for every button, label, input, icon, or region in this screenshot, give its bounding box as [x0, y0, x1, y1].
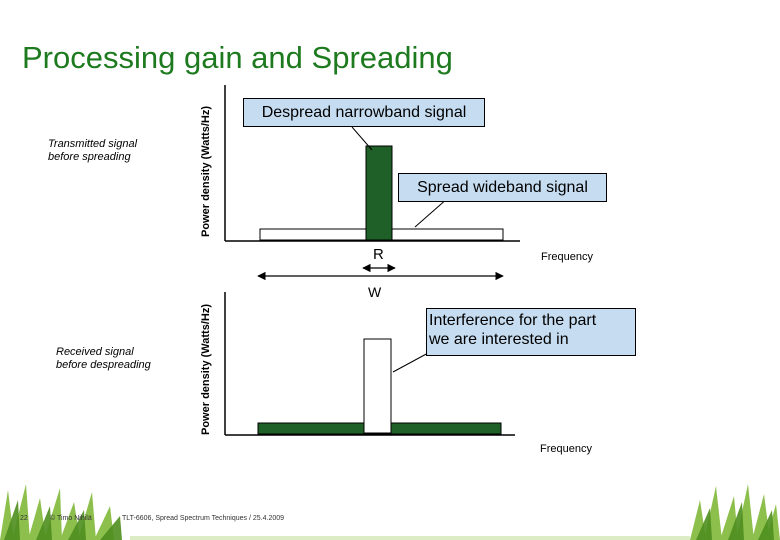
- footer-course: TLT-6606, Spread Spectrum Techniques / 2…: [122, 515, 285, 522]
- interference-callout: Interference for the part we are interes…: [426, 308, 636, 356]
- interference-bar: [363, 338, 392, 434]
- bandwidth-r-label: R: [373, 246, 384, 263]
- bottom-frequency-label: Frequency: [540, 443, 592, 455]
- page-number: 22: [20, 515, 28, 522]
- footer-author: © Timo Nihilä: [50, 515, 92, 522]
- top-frequency-label: Frequency: [541, 251, 593, 263]
- slide-title: Processing gain and Spreading: [22, 40, 453, 75]
- footer-grass-decoration: [0, 484, 780, 540]
- spread-wideband-callout: Spread wideband signal: [398, 173, 607, 202]
- interference-pointer: [392, 351, 431, 373]
- wideband-pointer: [414, 197, 449, 228]
- bottom-y-axis-label: Power density (Watts/Hz): [200, 304, 212, 435]
- top-side-label: Transmitted signal before spreading: [48, 138, 138, 163]
- despread-narrowband-bar: [365, 145, 393, 241]
- narrowband-pointer: [351, 126, 373, 151]
- bandwidth-w-label: W: [368, 284, 382, 300]
- top-y-axis-label: Power density (Watts/Hz): [200, 106, 212, 237]
- bottom-side-label: Received signal before despreading: [56, 346, 151, 371]
- despread-narrowband-callout: Despread narrowband signal: [243, 98, 485, 127]
